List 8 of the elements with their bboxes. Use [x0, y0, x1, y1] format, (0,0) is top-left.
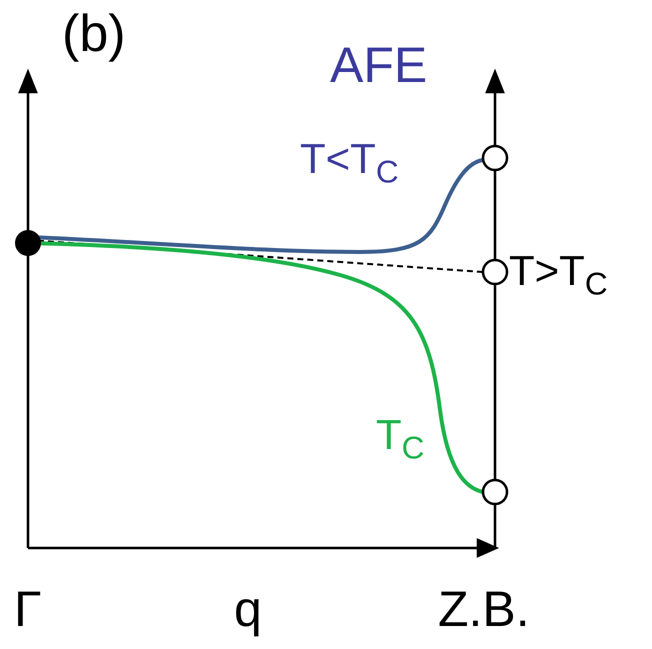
- phase-label: AFE: [330, 40, 428, 90]
- axis-label: Z.B.: [438, 584, 530, 634]
- curve-label: T>T$_{C}$: [509, 250, 608, 300]
- axis-label: Γ: [14, 584, 42, 634]
- curve-label: T$_{C}$: [376, 414, 424, 464]
- axis-label: q: [234, 584, 262, 634]
- panel-label: (b): [62, 8, 126, 60]
- curve-label: T<T$_{C}$: [300, 138, 399, 188]
